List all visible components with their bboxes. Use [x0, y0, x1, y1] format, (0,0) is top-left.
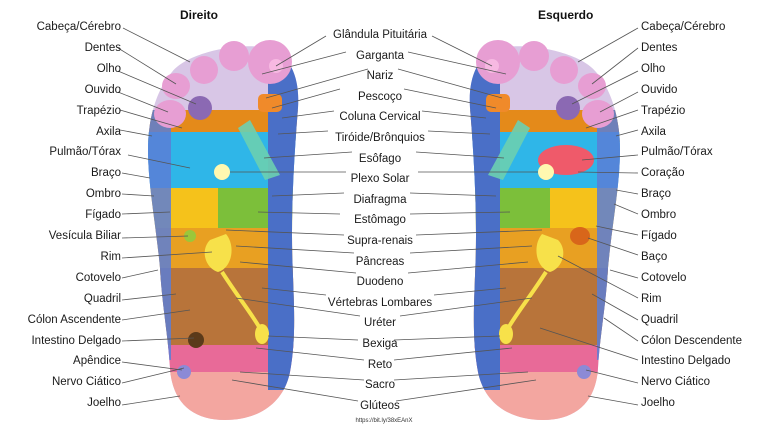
label-left-13: Quadril	[83, 292, 121, 305]
label-left-11: Rim	[100, 250, 121, 263]
heading-left-foot: Esquerdo	[538, 8, 594, 22]
label-left-9: Fígado	[85, 209, 121, 222]
label-left-14: Cólon Ascendente	[27, 313, 121, 326]
label-center-16: Reto	[367, 358, 393, 371]
label-right-16: Intestino Delgado	[641, 355, 731, 368]
label-right-1: Dentes	[641, 41, 678, 54]
label-center-1: Garganta	[356, 49, 404, 62]
label-center-4: Coluna Cervical	[339, 111, 421, 124]
label-center-17: Sacro	[364, 379, 396, 392]
label-center-6: Esôfago	[358, 152, 402, 165]
label-center-9: Estômago	[354, 214, 406, 227]
label-left-16: Apêndice	[73, 355, 121, 368]
heading-right-foot: Direito	[180, 8, 219, 22]
label-right-9: Ombro	[641, 209, 677, 222]
label-right-12: Cotovelo	[641, 271, 687, 284]
label-right-4: Trapézio	[641, 104, 686, 117]
label-right-13: Rim	[641, 292, 662, 305]
label-left-1: Dentes	[84, 41, 121, 54]
label-center-18: Glúteos	[360, 399, 400, 412]
label-center-11: Pâncreas	[355, 255, 405, 268]
label-center-2: Nariz	[366, 70, 394, 83]
label-right-6: Pulmão/Tórax	[641, 146, 713, 159]
label-right-2: Olho	[641, 62, 666, 75]
label-right-10: Fígado	[641, 230, 677, 242]
label-right-18: Joelho	[641, 397, 675, 410]
label-right-3: Ouvido	[641, 83, 678, 96]
label-center-10: Supra-renais	[347, 235, 413, 247]
label-right-14: Quadril	[641, 313, 679, 326]
label-center-13: Vértebras Lombares	[327, 296, 433, 309]
label-right-0: Cabeça/Cérebro	[641, 21, 726, 33]
label-center-5: Tiróide/Brônquios	[335, 132, 425, 144]
label-center-3: Pescoço	[357, 90, 403, 103]
label-center-15: Bexiga	[362, 338, 398, 350]
label-left-12: Cotovelo	[75, 271, 121, 284]
label-center-12: Duodeno	[356, 276, 404, 289]
leader-lines	[117, 27, 639, 406]
label-left-4: Trapézio	[76, 104, 121, 117]
label-left-15: Intestino Delgado	[31, 334, 121, 347]
label-left-7: Braço	[90, 167, 121, 180]
label-right-17: Nervo Ciático	[641, 376, 711, 389]
label-right-7: Coração	[641, 167, 685, 180]
label-left-5: Axila	[96, 125, 121, 138]
label-left-3: Ouvido	[84, 83, 121, 96]
label-left-10: Vesícula Biliar	[48, 230, 121, 242]
label-left-2: Olho	[96, 62, 121, 75]
label-left-6: Pulmão/Tórax	[49, 146, 121, 159]
source-url: https://bit.ly/38xEAnX	[355, 418, 413, 424]
label-left-8: Ombro	[85, 188, 121, 201]
label-center-14: Uréter	[364, 317, 396, 330]
label-left-0: Cabeça/Cérebro	[36, 21, 121, 33]
label-center-7: Plexo Solar	[350, 173, 410, 186]
label-left-17: Nervo Ciático	[51, 376, 121, 389]
label-center-0: Glândula Pituitária	[333, 29, 427, 41]
label-right-8: Braço	[641, 188, 672, 201]
label-left-18: Joelho	[87, 397, 121, 410]
label-center-8: Diafragma	[353, 193, 407, 206]
left-foot	[469, 40, 620, 421]
label-right-11: Baço	[641, 250, 668, 263]
label-right-15: Cólon Descendente	[641, 334, 743, 347]
label-right-5: Axila	[641, 125, 666, 138]
